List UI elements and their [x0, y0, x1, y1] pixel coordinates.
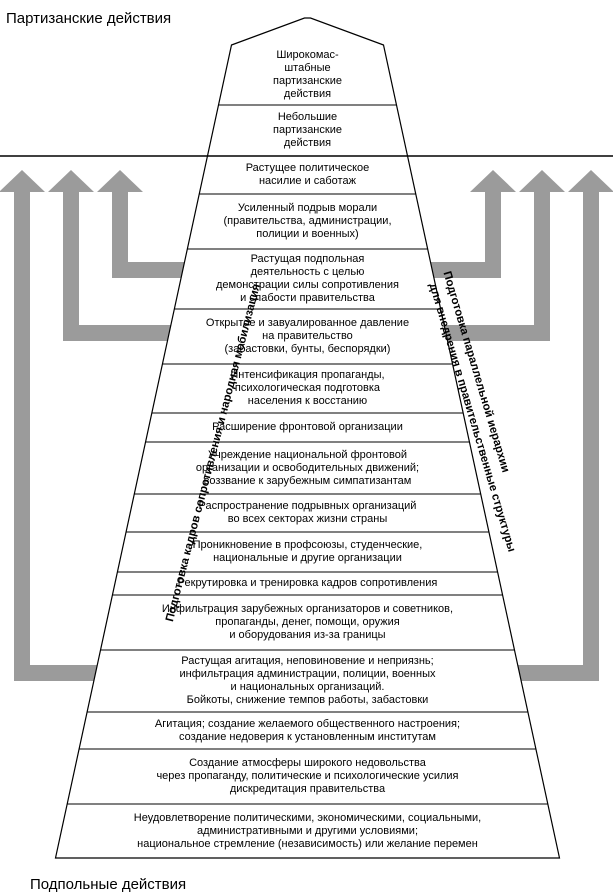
stage-3: Растущее политическое насилие и саботаж	[245, 162, 370, 187]
stage-4: Усиленный подрыв морали (правительства, …	[223, 202, 392, 240]
top-zone-label: Партизанские действия	[6, 10, 172, 27]
stage-9: Учреждение национальной фронтовой органи…	[195, 448, 420, 487]
stage-1: Широкомас- штабные партизанские действия	[273, 49, 342, 100]
stage-12: Рекрутировка и тренировка кадров сопроти…	[177, 577, 438, 589]
stage-14: Растущая агитация, неповиновение и непри…	[179, 655, 436, 706]
stage-2: Небольшие партизанские действия	[273, 111, 342, 149]
stage-13: Инфильтрация зарубежных организаторов и …	[161, 603, 454, 641]
bottom-zone-label: Подпольные действия	[30, 876, 187, 893]
stage-5: Растущая подпольная деятельность с целью…	[216, 253, 399, 304]
stage-6: Открытое и завуалированное давление на п…	[205, 317, 410, 355]
stage-10: Распространение подрывных организаций во…	[198, 500, 417, 525]
stage-15: Агитация; создание желаемого общественно…	[154, 717, 461, 743]
stage-16: Создание атмосферы широкого недовольства…	[156, 757, 459, 795]
stage-11: Проникновение в профсоюзы, студенческие,…	[192, 539, 423, 564]
stage-7: Интенсификация пропаганды, психологическ…	[230, 369, 385, 407]
pyramid-body	[54, 17, 561, 859]
stage-17: Неудовлетворение политическими, экономич…	[133, 811, 482, 850]
pyramid-outline	[0, 17, 613, 859]
stage-8: Расширение фронтовой организации	[212, 421, 403, 433]
left-arrow-middle	[48, 170, 330, 341]
right-arrow-middle	[290, 170, 565, 341]
